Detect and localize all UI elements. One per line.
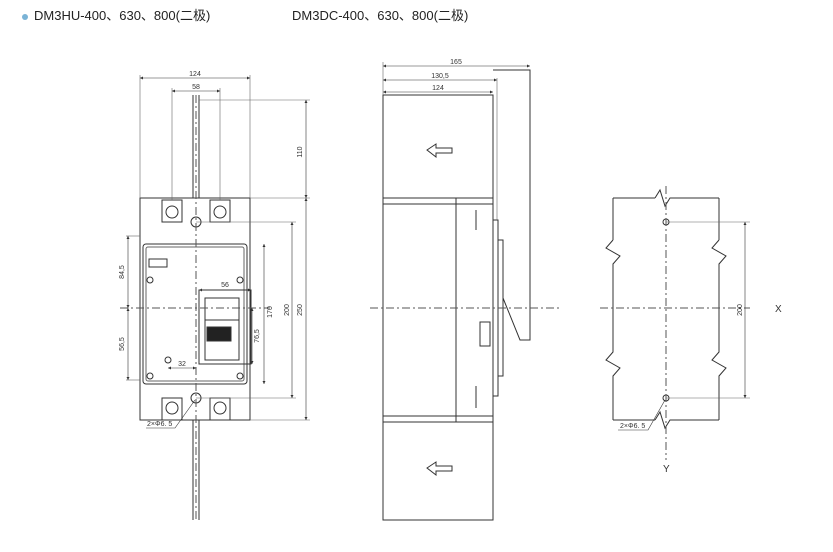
dim-label: 76,5 <box>254 329 261 343</box>
screw-icon <box>146 372 154 380</box>
front-panel <box>142 243 248 385</box>
dim-label: 56,5 <box>119 337 126 351</box>
terminal-bottom-left <box>161 397 183 421</box>
side-view-labels: 165 130,5 124 <box>431 59 462 92</box>
dim-label: 32 <box>178 361 186 368</box>
terminal-bottom-right <box>209 397 231 421</box>
dim-label: 130,5 <box>431 73 449 80</box>
dim-label: 165 <box>450 59 462 66</box>
axis-x-label: X <box>775 304 782 315</box>
axis-y-label: Y <box>663 464 670 475</box>
screw-icon <box>164 356 172 364</box>
dim-label: 200 <box>737 304 744 316</box>
dim-label: 200 <box>284 304 291 316</box>
screw-icon <box>236 372 244 380</box>
dim-label: 124 <box>432 85 444 92</box>
front-body-outline <box>139 197 251 421</box>
dim-label: 110 <box>297 146 304 157</box>
model-label-right: DM3DC-400、630、800(二极) <box>292 8 469 23</box>
front-panel-inner <box>145 246 245 382</box>
mount-view-labels: 200 2×Φ6. 5 X Y <box>620 304 782 475</box>
nameplate <box>148 258 168 268</box>
side-bottom-block <box>382 421 494 521</box>
mount-view <box>600 186 750 460</box>
model-left-text: DM3HU-400、630、800(二极) <box>34 8 211 23</box>
side-view <box>370 62 560 521</box>
dim-label: 84,5 <box>119 265 126 279</box>
dim-label: 124 <box>189 71 201 78</box>
dim-label: 56 <box>221 282 229 289</box>
hole-label: 2×Φ6. 5 <box>147 421 172 428</box>
front-view-labels: 124 58 110 56 170 200 250 84,5 56,5 76,5… <box>119 71 304 428</box>
handle-lever <box>206 326 232 342</box>
terminal-top-right <box>209 199 231 223</box>
front-view <box>120 75 310 520</box>
dim-label: 58 <box>192 84 200 91</box>
side-top-block <box>382 94 494 199</box>
handle-frame <box>204 297 240 361</box>
model-label-left: DM3HU-400、630、800(二极) <box>22 8 210 24</box>
dim-label: 170 <box>267 306 274 318</box>
left-arrow-icon <box>426 143 453 159</box>
hole-label: 2×Φ6. 5 <box>620 423 645 430</box>
bullet-icon <box>22 13 28 20</box>
dim-label: 250 <box>297 304 304 316</box>
screw-icon <box>146 276 154 284</box>
terminal-top-left <box>161 199 183 223</box>
left-arrow-icon <box>426 461 453 477</box>
screw-icon <box>236 276 244 284</box>
